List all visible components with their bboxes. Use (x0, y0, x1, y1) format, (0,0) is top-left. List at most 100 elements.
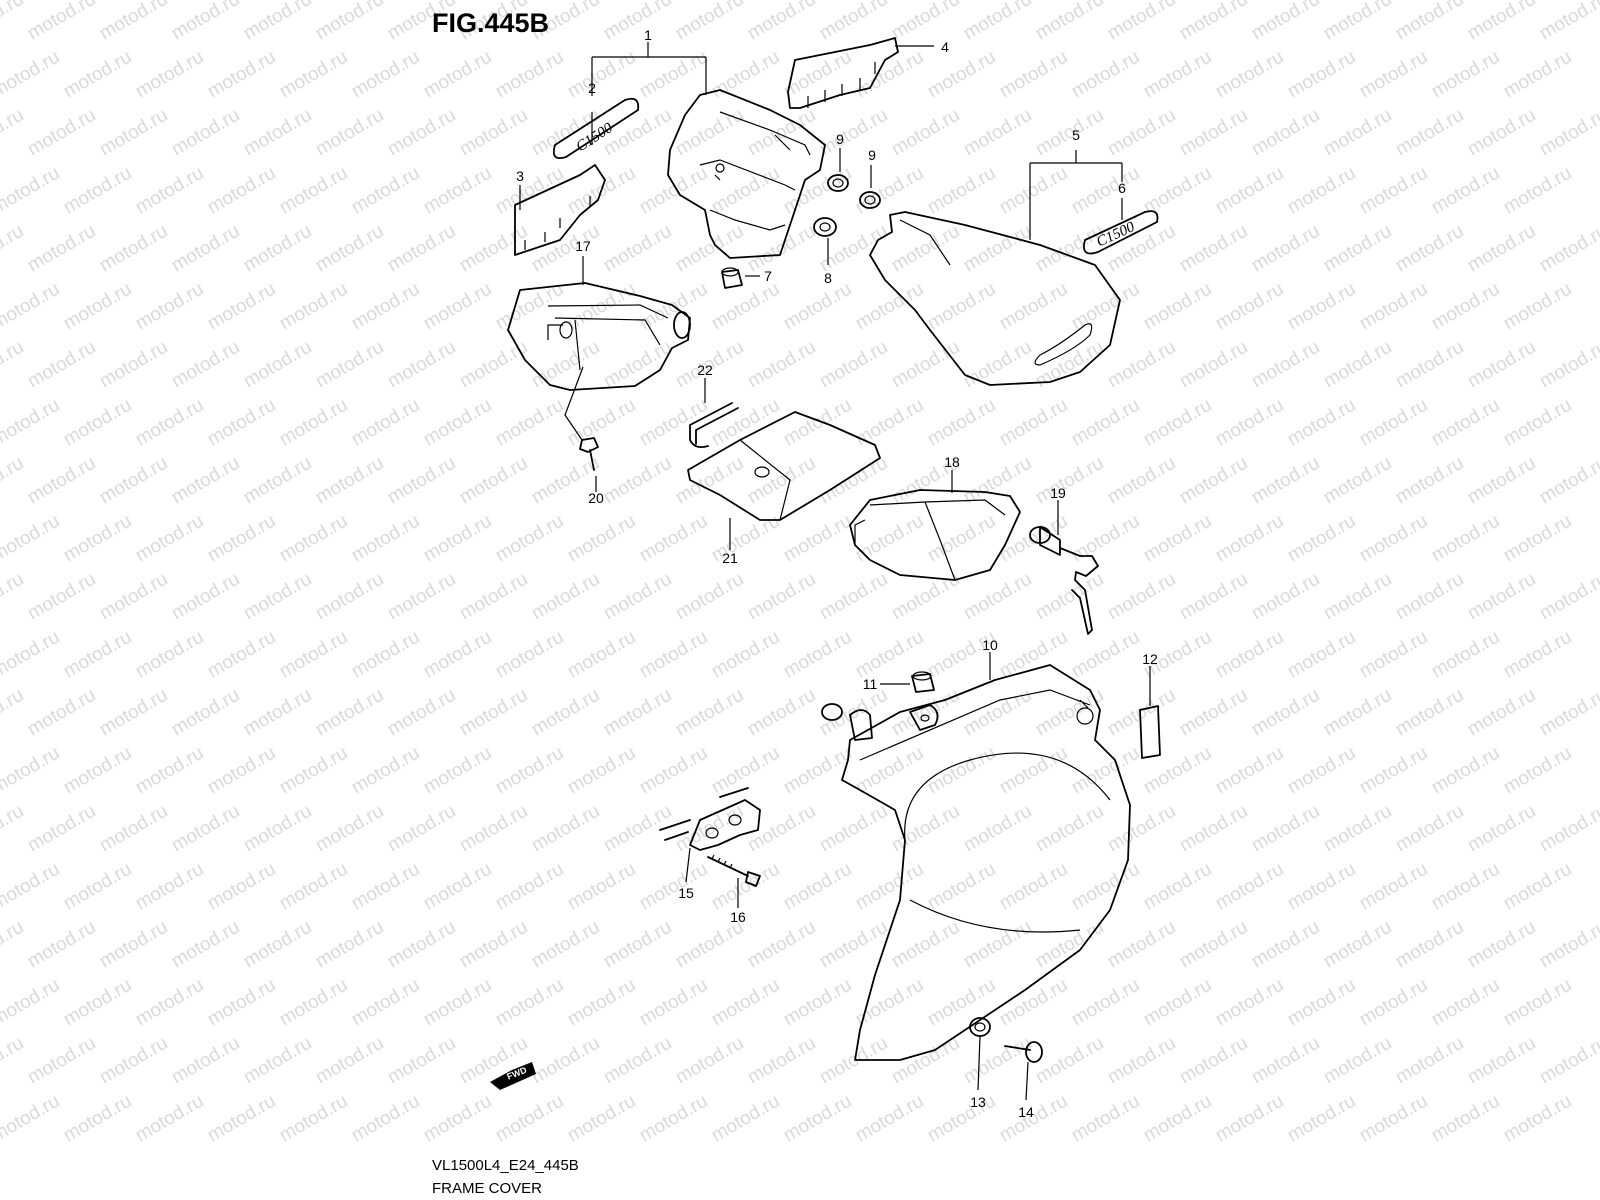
watermark-text: motod.ru (1464, 1033, 1539, 1089)
watermark-text: motod.ru (1032, 917, 1107, 973)
watermark-text: motod.ru (0, 801, 27, 857)
callout-22: 22 (697, 362, 713, 378)
watermark-text: motod.ru (312, 685, 387, 741)
watermark-text: motod.ru (60, 1091, 135, 1147)
watermark-text: motod.ru (132, 975, 207, 1031)
callout-19: 19 (1050, 485, 1066, 501)
watermark-text: motod.ru (1320, 105, 1395, 161)
watermark-text: motod.ru (492, 511, 567, 567)
watermark-text: motod.ru (1356, 163, 1431, 219)
watermark-text: motod.ru (1032, 801, 1107, 857)
watermark-text: motod.ru (600, 685, 675, 741)
watermark-text: motod.ru (60, 163, 135, 219)
watermark-text: motod.ru (1212, 395, 1287, 451)
watermark-text: motod.ru (1284, 975, 1359, 1031)
watermark-text: motod.ru (312, 917, 387, 973)
watermark-text: motod.ru (1248, 801, 1323, 857)
watermark-text: motod.ru (888, 0, 963, 44)
watermark-text: motod.ru (708, 279, 783, 335)
watermark-text: motod.ru (1500, 395, 1575, 451)
watermark-text: motod.ru (1104, 917, 1179, 973)
watermark-text: motod.ru (96, 801, 171, 857)
watermark-text: motod.ru (1356, 395, 1431, 451)
watermark-text: motod.ru (312, 221, 387, 277)
watermark-text: motod.ru (276, 1091, 351, 1147)
watermark-text: motod.ru (132, 1091, 207, 1147)
watermark-text: motod.ru (276, 627, 351, 683)
watermark-text: motod.ru (1500, 47, 1575, 103)
watermark-text: motod.ru (204, 395, 279, 451)
part-12-label (1139, 705, 1161, 759)
watermark-text: motod.ru (312, 569, 387, 625)
watermark-text: motod.ru (1212, 1091, 1287, 1147)
watermark-text: motod.ru (132, 743, 207, 799)
watermark-text: motod.ru (1464, 685, 1539, 741)
figure-caption: FRAME COVER (432, 1180, 542, 1197)
watermark-text: motod.ru (312, 105, 387, 161)
watermark-text: motod.ru (168, 917, 243, 973)
watermark-text: motod.ru (744, 1033, 819, 1089)
watermark-text: motod.ru (564, 975, 639, 1031)
watermark-text: motod.ru (1176, 801, 1251, 857)
watermark-text: motod.ru (24, 337, 99, 393)
part-14-bolt (1004, 1041, 1043, 1063)
watermark-text: motod.ru (1140, 743, 1215, 799)
watermark-text: motod.ru (1428, 395, 1503, 451)
watermark-text: motod.ru (276, 743, 351, 799)
watermark-text: motod.ru (1500, 743, 1575, 799)
watermark-text: motod.ru (996, 627, 1071, 683)
watermark-text: motod.ru (1392, 221, 1467, 277)
watermark-text: motod.ru (0, 395, 63, 451)
watermark-text: motod.ru (492, 47, 567, 103)
watermark-text: motod.ru (96, 0, 171, 44)
part-4-cushion (787, 37, 899, 109)
watermark-text: motod.ru (672, 685, 747, 741)
watermark-text: motod.ru (492, 975, 567, 1031)
watermark-text: motod.ru (1428, 627, 1503, 683)
watermark-text: motod.ru (24, 105, 99, 161)
watermark-text: motod.ru (1248, 685, 1323, 741)
watermark-text: motod.ru (852, 279, 927, 335)
watermark-text: motod.ru (564, 511, 639, 567)
watermark-text: motod.ru (672, 1033, 747, 1089)
watermark-text: motod.ru (0, 859, 63, 915)
watermark-text: motod.ru (1392, 453, 1467, 509)
watermark-text: motod.ru (1392, 105, 1467, 161)
watermark-text: motod.ru (1464, 0, 1539, 44)
watermark-text: motod.ru (672, 569, 747, 625)
watermark-text: motod.ru (168, 685, 243, 741)
watermark-text: motod.ru (852, 1091, 927, 1147)
watermark-text: motod.ru (636, 1091, 711, 1147)
watermark-text: motod.ru (132, 859, 207, 915)
watermark-text: motod.ru (276, 163, 351, 219)
watermark-text: motod.ru (672, 917, 747, 973)
part-9-grommet-a (827, 174, 849, 192)
watermark-text: motod.ru (1248, 0, 1323, 44)
watermark-text: motod.ru (96, 685, 171, 741)
watermark-text: motod.ru (1428, 47, 1503, 103)
watermark-text: motod.ru (1320, 337, 1395, 393)
watermark-text: motod.ru (456, 105, 531, 161)
watermark-text: motod.ru (312, 337, 387, 393)
watermark-text: motod.ru (960, 105, 1035, 161)
watermark-text: motod.ru (204, 163, 279, 219)
watermark-text: motod.ru (348, 511, 423, 567)
watermark-text: motod.ru (744, 337, 819, 393)
watermark-text: motod.ru (168, 1033, 243, 1089)
watermark-text: motod.ru (24, 0, 99, 44)
watermark-text: motod.ru (96, 917, 171, 973)
watermark-text: motod.ru (636, 47, 711, 103)
watermark-text: motod.ru (816, 801, 891, 857)
watermark-text: motod.ru (852, 627, 927, 683)
watermark-text: motod.ru (600, 917, 675, 973)
watermark-text: motod.ru (168, 0, 243, 44)
watermark-text: motod.ru (1104, 105, 1179, 161)
watermark-text: motod.ru (852, 511, 927, 567)
watermark-text: motod.ru (1032, 105, 1107, 161)
part-19-key-lock (1029, 526, 1099, 635)
watermark-text: motod.ru (384, 917, 459, 973)
watermark-text: motod.ru (0, 0, 27, 44)
part-5-frame-cover-right (869, 211, 1121, 386)
watermark-text: motod.ru (780, 511, 855, 567)
watermark-text: motod.ru (0, 743, 63, 799)
